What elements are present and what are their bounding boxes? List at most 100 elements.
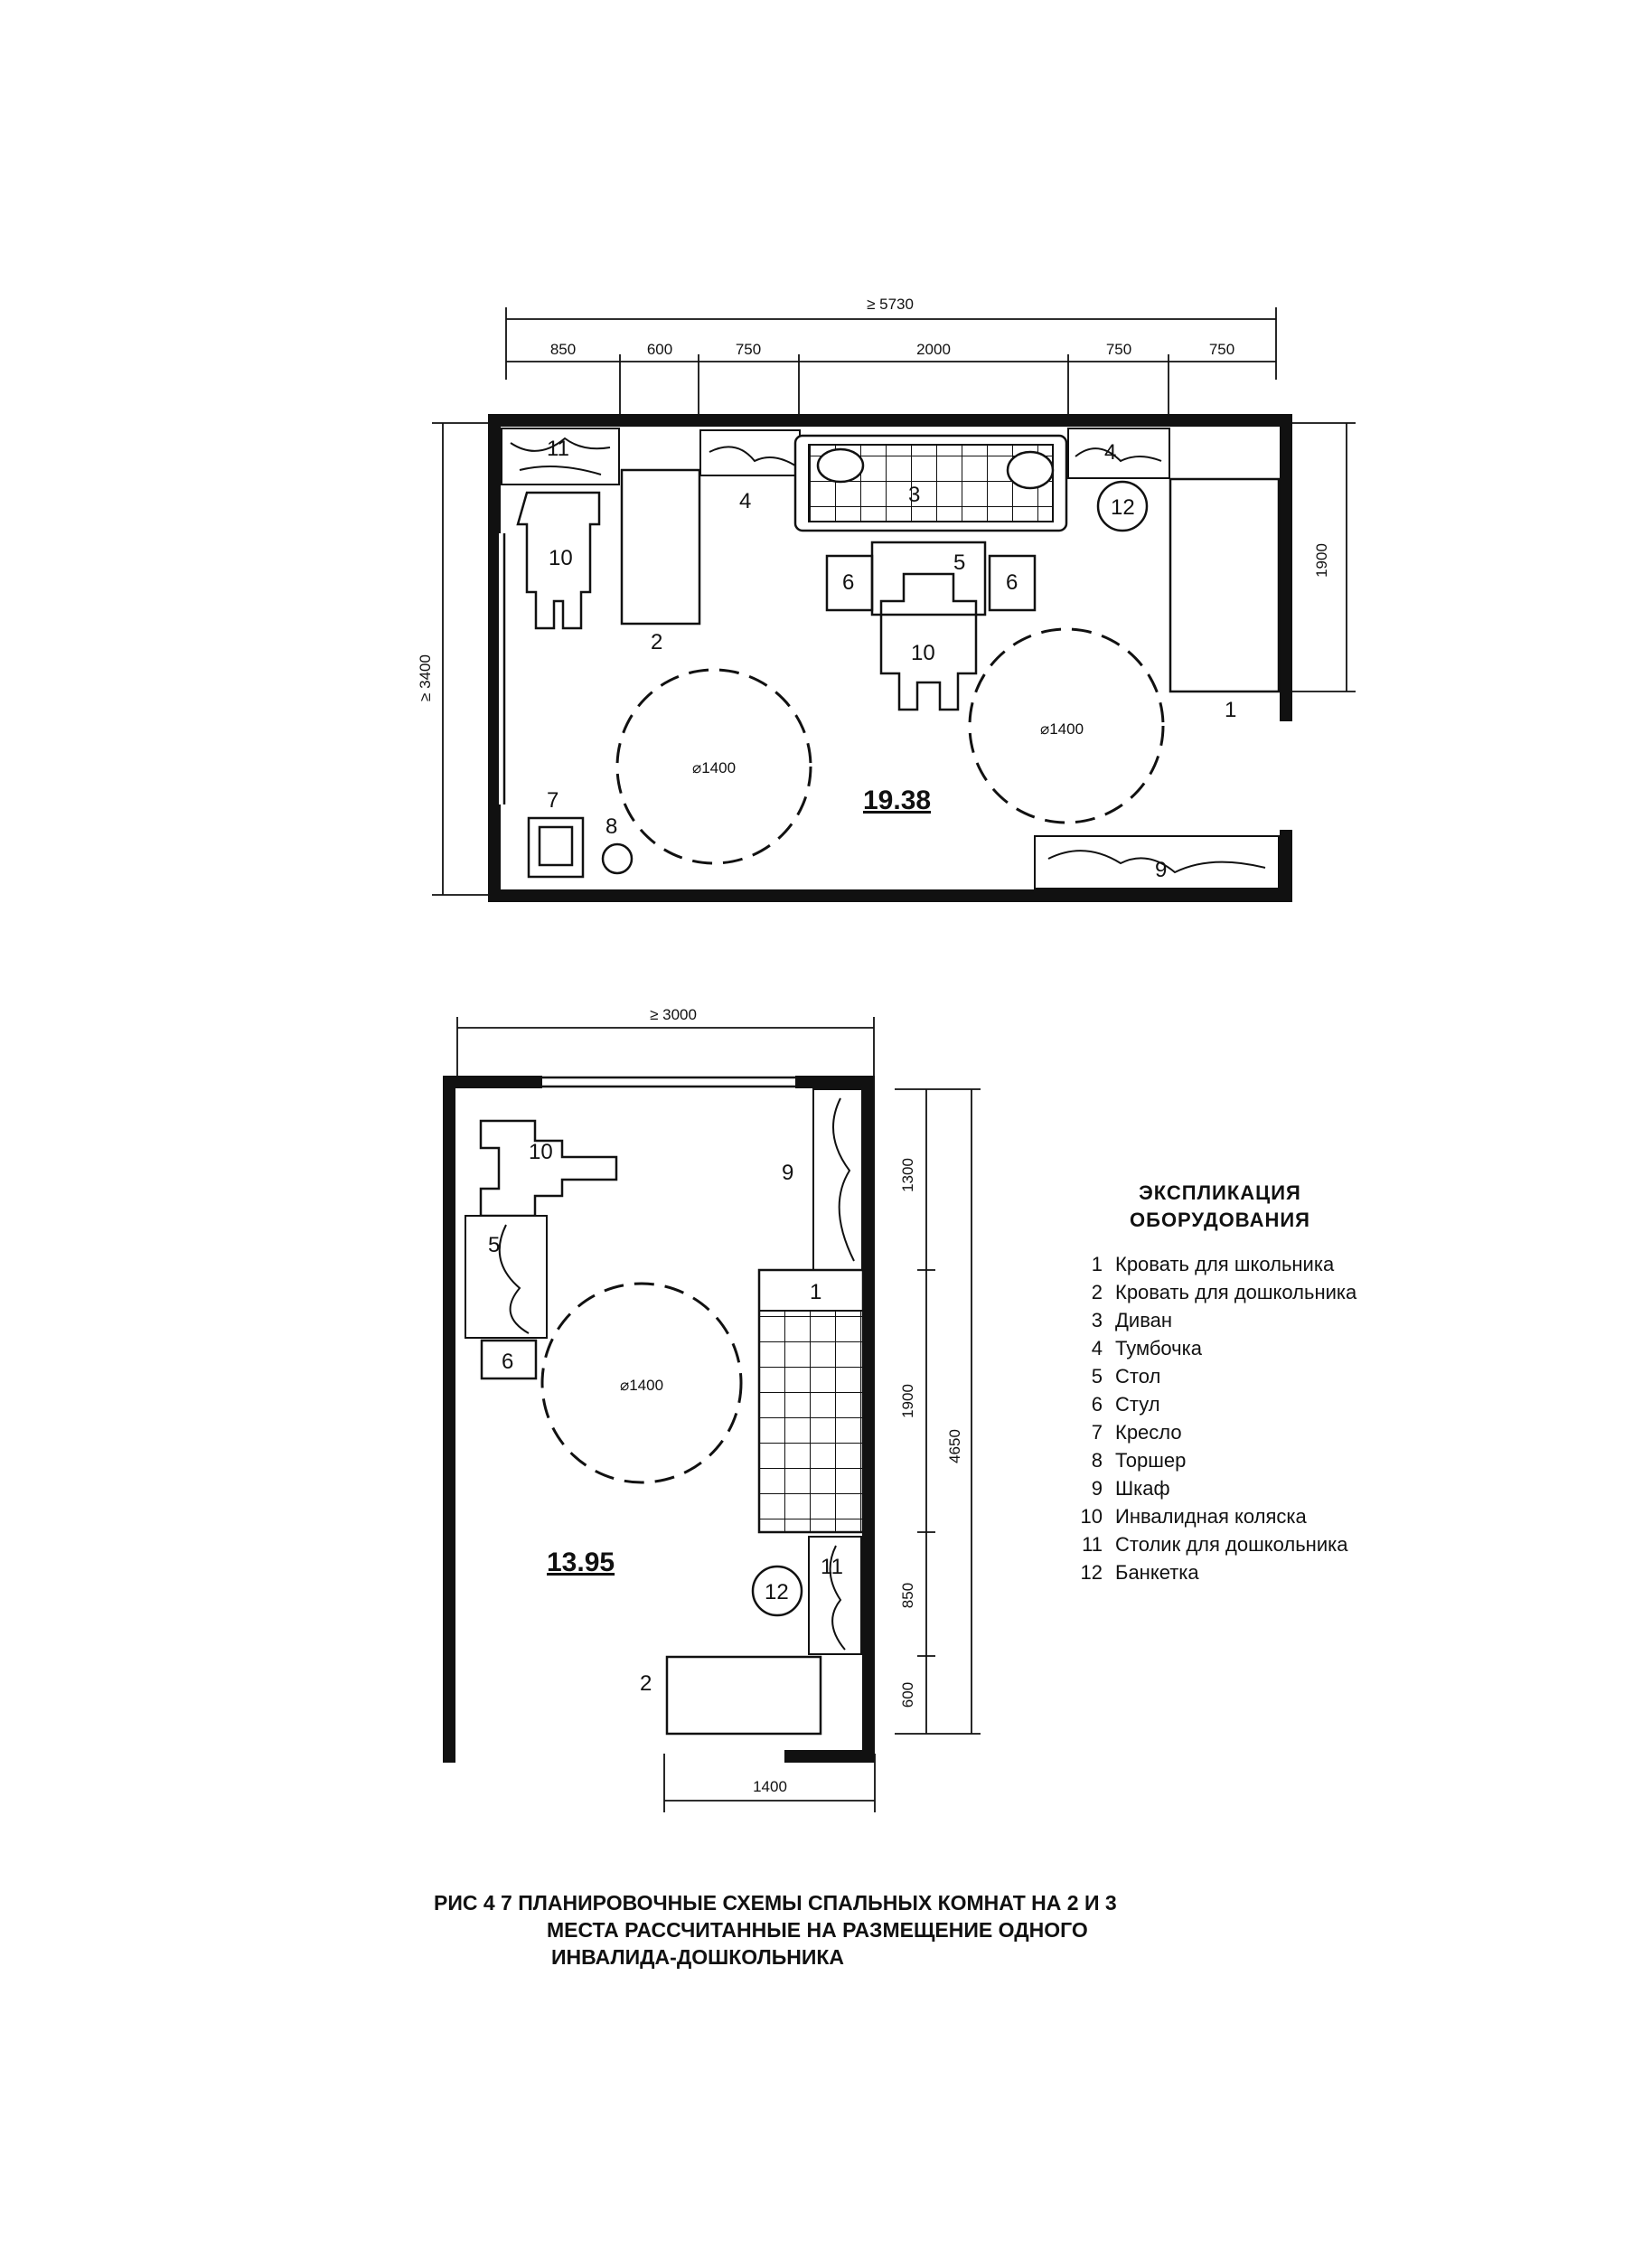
legend-item: 1 Кровать для школьника (1066, 1250, 1446, 1278)
item-10-wheelchair (516, 491, 601, 630)
item-5-table (870, 541, 987, 616)
legend-num: 7 (1091, 1421, 1103, 1444)
legend-num: 10 (1080, 1505, 1103, 1528)
b-side-dim-2: 1900 (899, 1384, 916, 1418)
b-label-5: 5 (488, 1233, 500, 1257)
legend-num: 12 (1080, 1561, 1103, 1584)
label-1: 1 (1225, 698, 1236, 722)
walls-top (488, 414, 1292, 902)
item-11-table (501, 428, 620, 485)
legend-num: 1 (1091, 1253, 1103, 1275)
legend-text: Диван (1115, 1309, 1173, 1331)
label-8: 8 (605, 814, 617, 839)
legend-item: 6 Стул (1066, 1390, 1446, 1418)
equipment-legend: ЭКСПЛИКАЦИЯ ОБОРУДОВАНИЯ 1 Кровать для шк… (1066, 1180, 1446, 1586)
seg-dim-1: 850 (550, 341, 576, 358)
walls-bottom (443, 1076, 875, 1763)
seg-dim-4: 2000 (916, 341, 951, 358)
bottom-overall-width: ≥ 3000 (650, 1006, 697, 1023)
caption-line3: ИНВАЛИДА-ДОШКОЛЬНИКА (551, 1945, 845, 1969)
legend-text: Кровать для дошкольника (1115, 1281, 1357, 1303)
legend-text: Тумбочка (1115, 1337, 1202, 1360)
legend-text: Кровать для школьника (1115, 1253, 1335, 1275)
legend-title-line2: ОБОРУДОВАНИЯ (1130, 1209, 1310, 1231)
seg-dim-3: 750 (736, 341, 761, 358)
item-12-bench (1096, 480, 1149, 532)
overall-height-label: ≥ 3400 (417, 654, 434, 701)
legend-text: Инвалидная коляска (1115, 1505, 1307, 1528)
b-overall-height: 4650 (946, 1429, 963, 1463)
item-6-chair-left (825, 554, 874, 612)
legend-num: 6 (1091, 1393, 1103, 1416)
label-3: 3 (908, 483, 920, 507)
label-6b: 6 (1006, 570, 1018, 595)
legend-num: 11 (1082, 1533, 1103, 1556)
plan-bottom: ≥ 3000 (443, 1006, 981, 1812)
legend-num: 5 (1091, 1365, 1103, 1388)
label-11: 11 (547, 437, 569, 461)
item-6-chair-right (988, 554, 1037, 612)
legend-title: ЭКСПЛИКАЦИЯ ОБОРУДОВАНИЯ (1066, 1180, 1374, 1234)
label-9: 9 (1155, 858, 1167, 882)
overall-width-dim: ≥ 5730 (505, 296, 1277, 380)
legend-text: Торшер (1115, 1449, 1187, 1472)
b-item-5-table (465, 1215, 548, 1339)
b-label-10: 10 (529, 1140, 553, 1164)
item-1-bed (1169, 477, 1281, 693)
b-item-6-chair (480, 1339, 538, 1380)
circle-dia-right: ⌀1400 (1040, 720, 1084, 738)
seg-dim-2: 600 (647, 341, 672, 358)
legend-text: Стул (1115, 1393, 1160, 1416)
item-2-bed (620, 468, 701, 626)
item-7-armchair (527, 816, 585, 879)
b-label-2: 2 (640, 1671, 652, 1696)
legend-text: Кресло (1115, 1421, 1182, 1444)
b-side-dim-3: 850 (899, 1583, 916, 1608)
legend-text: Шкаф (1115, 1477, 1170, 1500)
bottom-1400-dim: 1400 (663, 1754, 876, 1812)
b-item-10-wheelchair (479, 1119, 618, 1218)
legend-num: 9 (1091, 1477, 1103, 1500)
overall-width-label: ≥ 5730 (867, 296, 914, 313)
b-label-6: 6 (502, 1350, 513, 1374)
label-4a: 4 (739, 489, 751, 513)
overall-height-dim: ≥ 3400 (417, 422, 506, 896)
item-10-wheelchair-center (879, 572, 978, 711)
b-bottom-dim: 1400 (753, 1778, 787, 1795)
label-5: 5 (953, 550, 965, 575)
legend-item: 11 Столик для дошкольника (1066, 1530, 1446, 1558)
circle-dia-left: ⌀1400 (692, 759, 736, 776)
room-area-bottom: 13.95 (547, 1548, 615, 1577)
room-area-top: 19.38 (863, 786, 931, 815)
b-side-dim-1: 1300 (899, 1158, 916, 1192)
item-8-lamp (601, 842, 634, 875)
item-4-nightstand (699, 429, 801, 476)
bottom-width-dim: ≥ 3000 (456, 1006, 875, 1076)
seg-dim-6: 750 (1209, 341, 1234, 358)
legend-text: Столик для дошкольника (1115, 1533, 1348, 1556)
plan-top: ≥ 5730 850 600 750 2000 750 750 ≥ 3400 (417, 296, 1356, 902)
b-label-9: 9 (782, 1161, 793, 1185)
b-label-12: 12 (765, 1580, 789, 1604)
side-dim-label: 1900 (1313, 543, 1330, 578)
turning-circle-left (615, 668, 812, 865)
label-7: 7 (547, 788, 558, 813)
legend-item: 4 Тумбочка (1066, 1334, 1446, 1362)
turning-circle-right (968, 627, 1165, 824)
side-dim: 1900 (1292, 422, 1356, 692)
b-circle-dia: ⌀1400 (620, 1377, 663, 1394)
b-turning-circle (540, 1282, 743, 1484)
legend-item: 10 Инвалидная коляска (1066, 1502, 1446, 1530)
seg-dim-5: 750 (1106, 341, 1131, 358)
legend-item: 9 Шкаф (1066, 1474, 1446, 1502)
b-label-1: 1 (810, 1280, 821, 1304)
label-10b: 10 (911, 641, 935, 665)
segment-dims: 850 600 750 2000 750 750 (506, 341, 1276, 416)
figure-caption: РИС 4 7 ПЛАНИРОВОЧНЫЕ СХЕМЫ СПАЛЬНЫХ КОМ… (434, 1889, 1338, 1971)
legend-title-line1: ЭКСПЛИКАЦИЯ (1139, 1181, 1301, 1204)
legend-num: 4 (1091, 1337, 1103, 1360)
